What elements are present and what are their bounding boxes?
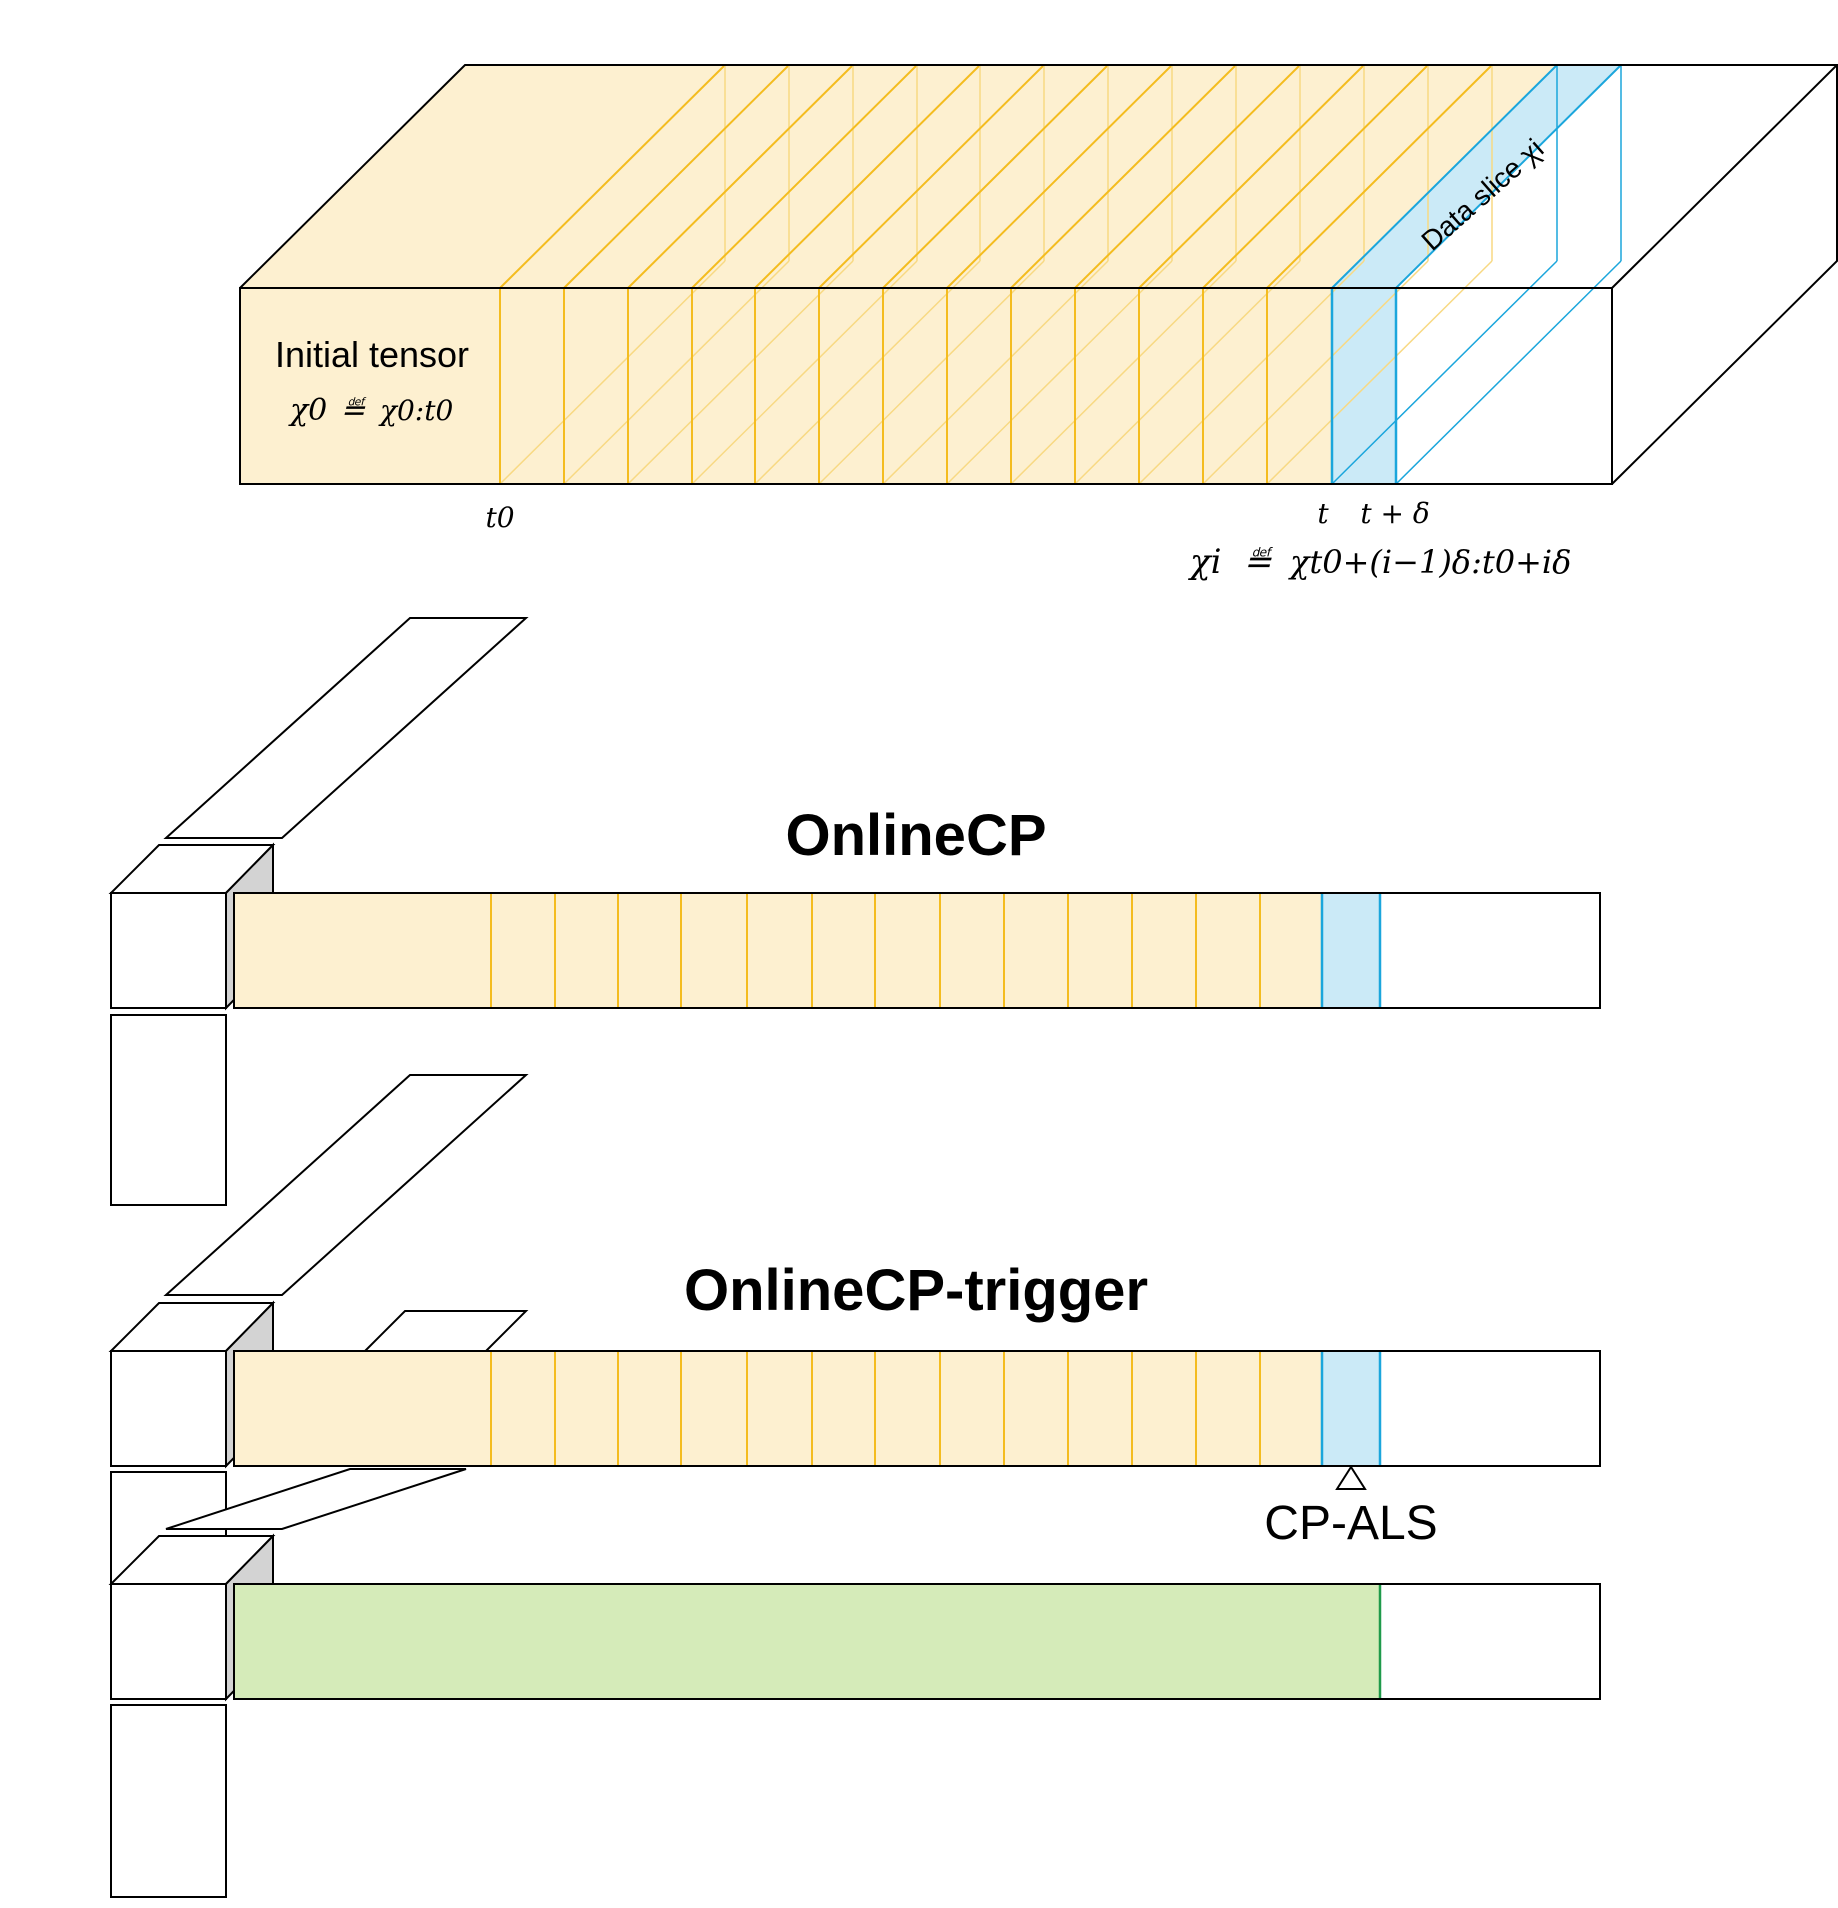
slice-back-diagonal (563, 260, 790, 485)
slice-top-diagonal (882, 64, 1109, 289)
tensor-top-face-blue (1332, 65, 1622, 288)
onlinecp-bar-yellow (234, 893, 1322, 1008)
slice-top-diagonal (1074, 64, 1301, 289)
onlinecp-trigger-title: OnlineCP-trigger (684, 1258, 1148, 1323)
slice-back-diagonal (499, 260, 726, 485)
slice-top-diagonal (818, 64, 1045, 289)
slice-back-diagonal (1202, 260, 1429, 485)
recomputed-cube-front (110, 1583, 227, 1700)
onlinecp-cube-front (110, 892, 227, 1009)
onlinecp-section: OnlineCP (108, 617, 1601, 1206)
initial-tensor-label: Initial tensor (275, 334, 469, 375)
cp-als-triangle-marker (1335, 1465, 1367, 1490)
slice-top-diagonal (1266, 64, 1493, 289)
slice-top-diagonal (563, 64, 790, 289)
slice-top-diagonal-blue (1395, 64, 1622, 289)
slice-back-diagonal (1138, 260, 1365, 485)
slice-top-diagonal (691, 64, 918, 289)
slice-top-diagonal-blue (1331, 64, 1558, 289)
onlinecp-trigger-section: OnlineCP-trigger CP-ALS (108, 1074, 1601, 1898)
slice-formula-lhs: χi (1188, 542, 1221, 582)
tensor-outline (239, 64, 1838, 485)
initial-tensor-def-symbol: ≝ (340, 393, 367, 428)
onlinecp-bar-blue (1322, 893, 1380, 1008)
slice-top-diagonal (499, 64, 726, 289)
trigger-bar-lines (490, 1351, 1382, 1466)
onlinecp-bar-outline (233, 892, 1601, 1009)
slice-back-diagonal-blue (1395, 260, 1622, 485)
tensor-front-face-blue (1332, 288, 1396, 484)
trigger-bar-yellow (234, 1351, 1322, 1466)
slice-back-diagonal (754, 260, 981, 485)
onlinecp-factor-bottom (110, 1014, 227, 1206)
trigger-cube-front (110, 1350, 227, 1467)
slice-back-diagonal (1010, 260, 1237, 485)
slice-back-diagonal-blue (1331, 260, 1558, 485)
cp-als-label: CP-ALS (1264, 1497, 1437, 1550)
onlinecp-factor-top-parallelogram (163, 617, 529, 839)
slice-back-diagonal (882, 260, 1109, 485)
trigger-bar-outline (233, 1350, 1601, 1467)
slice-back-diagonal (1266, 260, 1493, 485)
slice-back-diagonal (691, 260, 918, 485)
tensor-3d: Initial tensor χ0 ≝ χ0:t0 Data slice χi … (239, 64, 1838, 582)
slice-back-diagonal (946, 260, 1173, 485)
slice-top-diagonal (946, 64, 1173, 289)
initial-tensor-formula-rhs: χ0:t0 (378, 394, 453, 427)
tick-t0-label: t0 (485, 501, 514, 534)
tick-t-label: t (1317, 497, 1329, 530)
onlinecp-title: OnlineCP (785, 803, 1046, 868)
recomputed-factor-top-parallelogram (165, 1468, 467, 1530)
slice-top-diagonal (1138, 64, 1365, 289)
slice-back-diagonal (627, 260, 854, 485)
slice-formula-rhs: χt0+(i−1)δ:t0+iδ (1288, 543, 1571, 581)
slice-formula-def-symbol: ≝ (1243, 542, 1273, 582)
slice-top-diagonal (1202, 64, 1429, 289)
tick-t-delta-label: t + δ (1360, 497, 1429, 530)
recomputed-bar-outline (233, 1583, 1601, 1700)
trigger-bar-blue (1322, 1351, 1380, 1466)
trigger-small-parallelogram (362, 1310, 529, 1352)
slice-top-diagonal (627, 64, 854, 289)
slice-back-diagonal (1074, 260, 1301, 485)
slice-top-diagonal (754, 64, 981, 289)
slice-back-diagonal (818, 260, 1045, 485)
tensor-top-face-yellow (240, 65, 1558, 288)
onlinecp-bar-lines (490, 893, 1382, 1008)
slice-top-diagonal (1010, 64, 1237, 289)
recomputed-factor-bottom (110, 1704, 227, 1898)
tensor-slice-lines (499, 64, 1622, 485)
tensor-front-face-yellow (240, 288, 1332, 484)
trigger-factor-top-parallelogram (163, 1074, 529, 1296)
initial-tensor-formula-lhs: χ0 (288, 393, 327, 428)
recomputed-bar-green (234, 1584, 1380, 1699)
